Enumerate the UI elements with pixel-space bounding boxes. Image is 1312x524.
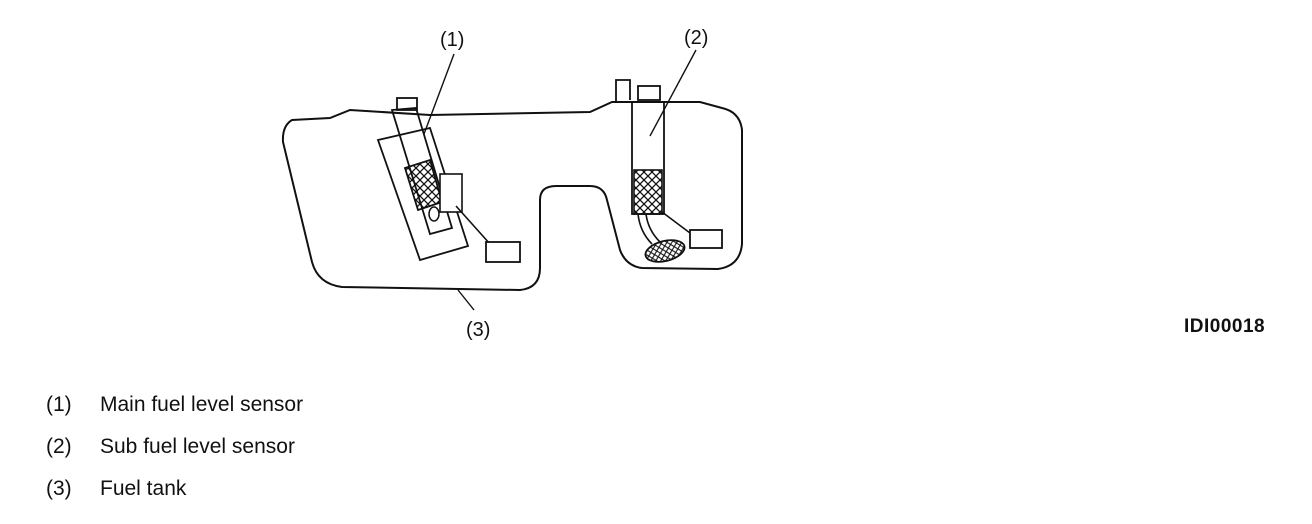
fuel-tank-diagram: (1) (2) (3)	[281, 27, 743, 341]
legend-label: Sub fuel level sensor	[100, 435, 295, 458]
legend-label: Fuel tank	[100, 477, 187, 500]
legend-number: (1)	[46, 393, 72, 416]
main-fuel-level-sensor	[376, 97, 521, 263]
callout-1: (1)	[440, 29, 464, 51]
figure-id: IDI00018	[1184, 316, 1266, 337]
legend-item: (3) Fuel tank	[46, 468, 303, 510]
leader-line-1	[423, 53, 455, 135]
fuel-tank-outline	[281, 101, 743, 292]
leader-line-2	[649, 49, 697, 137]
callout-2: (2)	[684, 27, 708, 49]
leader-line-3	[457, 289, 475, 311]
legend-number: (2)	[46, 435, 72, 458]
legend-number: (3)	[46, 477, 72, 500]
legend-label: Main fuel level sensor	[100, 393, 304, 416]
callout-3: (3)	[466, 319, 490, 341]
legend-item: (2) Sub fuel level sensor	[46, 426, 303, 468]
legend-item: (1) Main fuel level sensor	[46, 384, 303, 426]
sub-fuel-level-sensor	[615, 79, 723, 263]
legend: (1) Main fuel level sensor (2) Sub fuel …	[46, 384, 303, 510]
